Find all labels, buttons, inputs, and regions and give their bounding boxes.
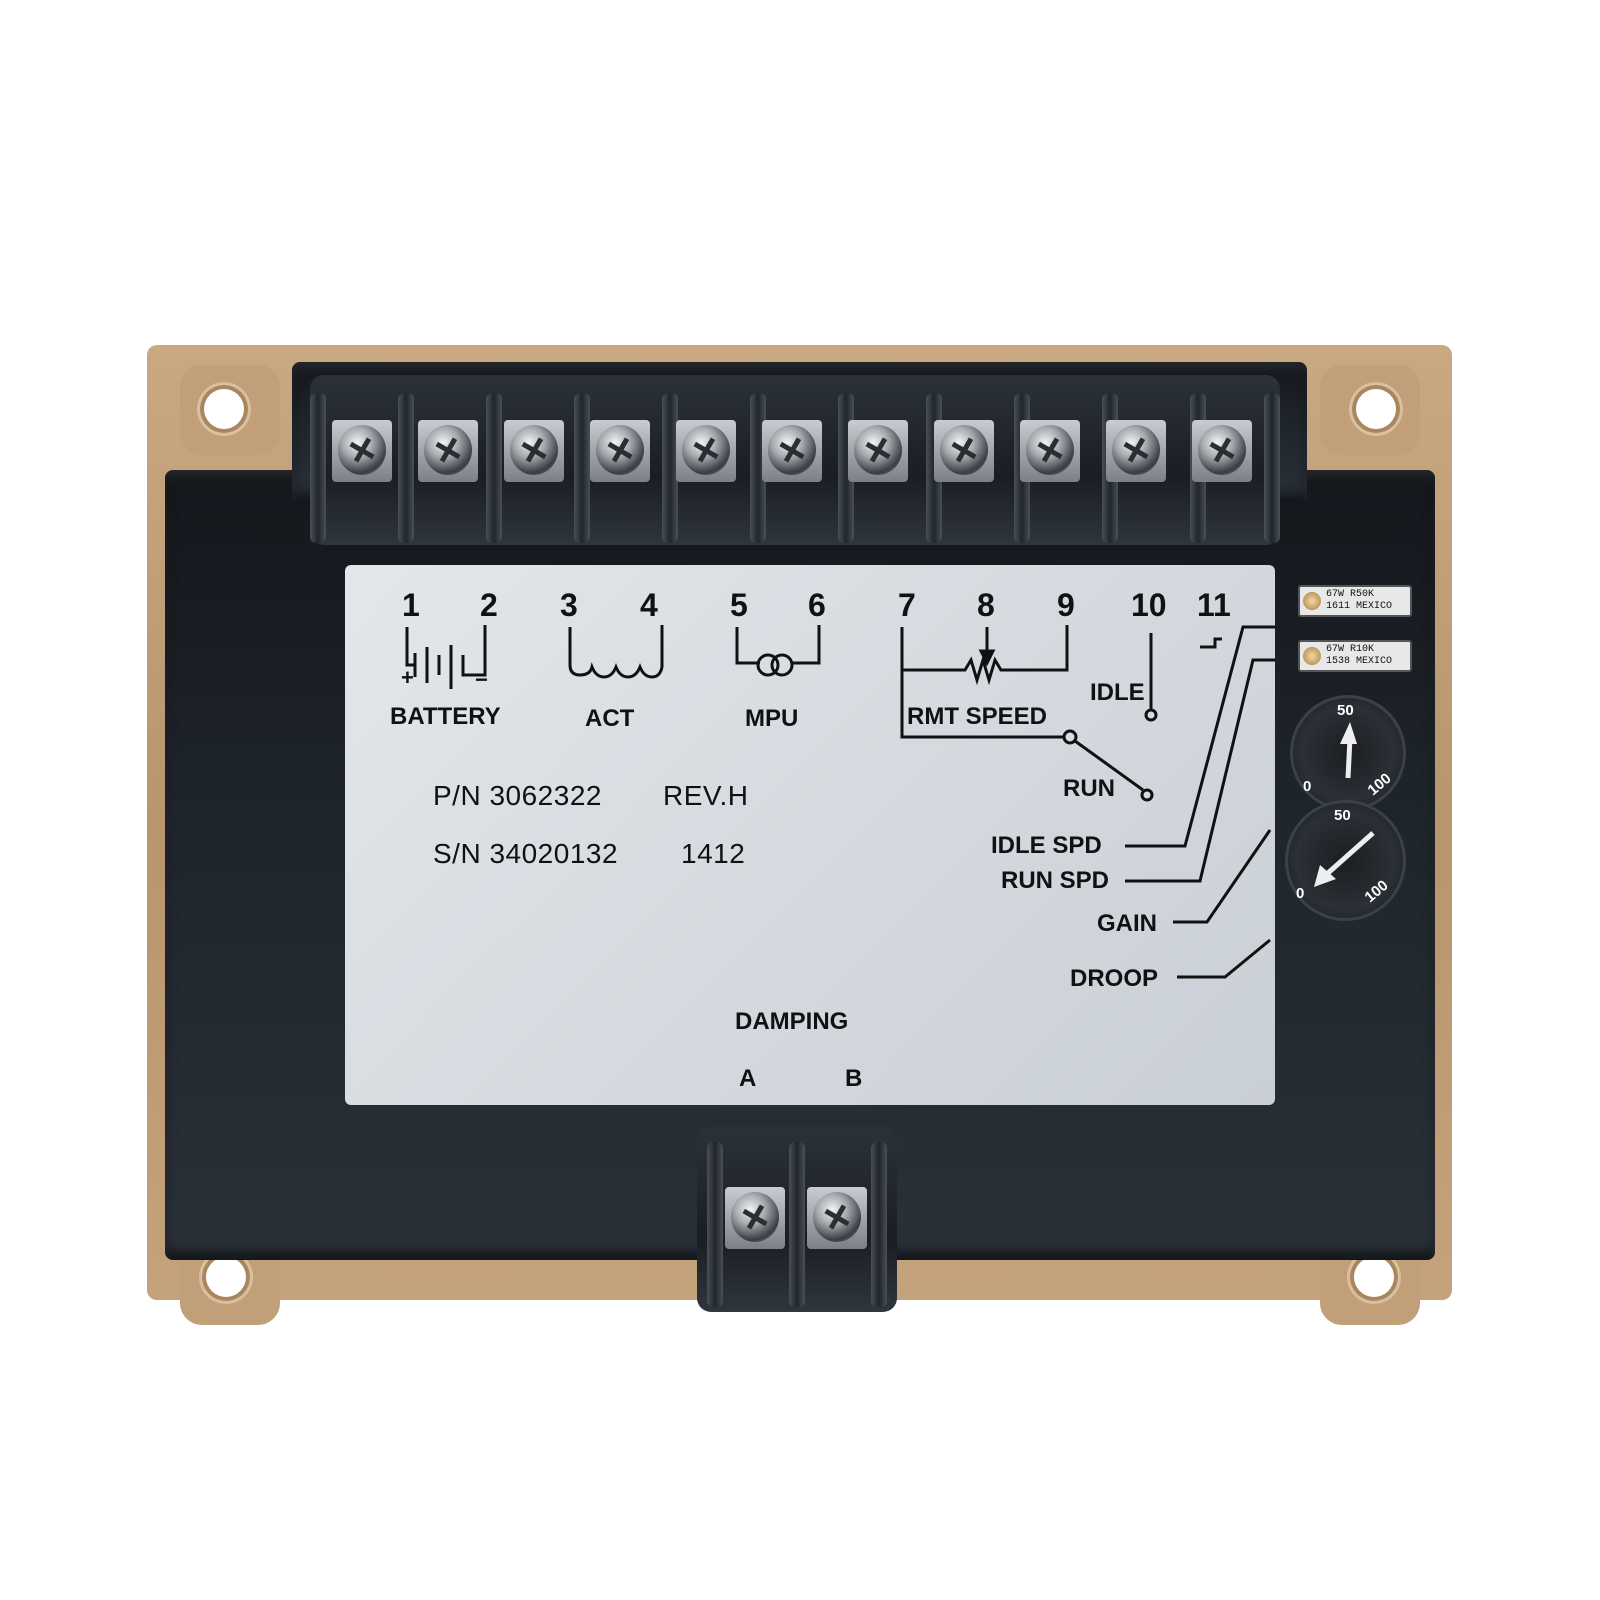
terminal-5[interactable]	[676, 420, 736, 482]
rmt-speed-label: RMT SPEED	[907, 703, 1048, 730]
idle-label: IDLE	[1090, 679, 1145, 706]
terminal-number-2: 2	[480, 587, 498, 623]
arrow-down-left-icon	[1314, 831, 1375, 887]
run-spd-label: RUN SPD	[1001, 867, 1110, 894]
terminal-number-4: 4	[640, 587, 658, 623]
revision: REV.H	[663, 780, 749, 811]
run-label: RUN	[1063, 775, 1115, 802]
screw-icon	[1112, 425, 1160, 475]
screw-icon	[854, 425, 902, 475]
terminal-2[interactable]	[418, 420, 478, 482]
terminal-number-7: 7	[898, 587, 916, 623]
mounting-ear-top-right	[1320, 365, 1420, 455]
serial-number: S/N 34020132	[433, 838, 619, 869]
damping-label: DAMPING	[735, 1008, 849, 1035]
terminal-block-top	[310, 375, 1280, 545]
screw-icon	[682, 425, 730, 475]
gain-label: GAIN	[1097, 910, 1157, 937]
terminal-number-9: 9	[1057, 587, 1075, 623]
terminal-8[interactable]	[934, 420, 994, 482]
mounting-hole	[1352, 385, 1400, 433]
damping-terminal-a[interactable]	[725, 1187, 785, 1249]
screw-icon	[510, 425, 558, 475]
mounting-hole	[202, 1253, 250, 1301]
droop-potentiometer[interactable]: 50 0 100	[1285, 800, 1406, 921]
mounting-ear-top-left	[180, 365, 280, 455]
screw-icon	[1303, 592, 1321, 610]
screw-icon	[596, 425, 644, 475]
mounting-hole	[1350, 1253, 1398, 1301]
terminal-9[interactable]	[1020, 420, 1080, 482]
terminal-4[interactable]	[590, 420, 650, 482]
screw-icon	[940, 425, 988, 475]
damping-terminal-a-label: A	[739, 1065, 757, 1092]
terminal-number-1: 1	[402, 587, 420, 623]
battery-label: BATTERY	[390, 703, 501, 730]
screw-icon	[1026, 425, 1074, 475]
screw-icon	[1303, 647, 1321, 665]
terminal-7[interactable]	[848, 420, 908, 482]
screw-icon	[1198, 425, 1246, 475]
terminal-number-5: 5	[730, 587, 748, 623]
idle-spd-label: IDLE SPD	[991, 832, 1102, 859]
gain-potentiometer[interactable]: 50 0 100	[1290, 695, 1406, 811]
terminal-number-6: 6	[808, 587, 826, 623]
part-number: P/N 3062322	[433, 780, 602, 811]
act-label: ACT	[585, 705, 635, 732]
mounting-hole	[200, 385, 248, 433]
battery-minus-sign: −	[475, 667, 488, 692]
terminal-10[interactable]	[1106, 420, 1166, 482]
wiring-label: 1 2 3 4 5 6 7 8 9 10 11	[345, 565, 1275, 1105]
terminal-number-8: 8	[977, 587, 995, 623]
trim-resistor-run-spd[interactable]: 67W R10K 1538 MEXICO	[1298, 640, 1412, 672]
mpu-label: MPU	[745, 705, 799, 732]
terminal-number-10: 10	[1131, 587, 1167, 623]
screw-icon	[424, 425, 472, 475]
wiring-schematic	[405, 625, 1275, 979]
screw-icon	[813, 1192, 861, 1242]
date-code: 1412	[681, 838, 746, 869]
trim-resistor-idle-spd[interactable]: 67W R50K 1611 MEXICO	[1298, 585, 1412, 617]
screw-icon	[768, 425, 816, 475]
terminal-1[interactable]	[332, 420, 392, 482]
terminal-number-3: 3	[560, 587, 578, 623]
screw-icon	[338, 425, 386, 475]
terminal-3[interactable]	[504, 420, 564, 482]
screw-icon	[731, 1192, 779, 1242]
terminal-6[interactable]	[762, 420, 822, 482]
battery-plus-sign: +	[401, 665, 414, 690]
terminal-11[interactable]	[1192, 420, 1252, 482]
damping-terminal-b[interactable]	[807, 1187, 867, 1249]
droop-label: DROOP	[1070, 965, 1159, 992]
arrow-up-icon	[1340, 722, 1357, 779]
terminal-number-11: 11	[1197, 587, 1231, 623]
damping-terminal-b-label: B	[845, 1065, 863, 1092]
terminal-block-damping	[697, 1127, 897, 1312]
